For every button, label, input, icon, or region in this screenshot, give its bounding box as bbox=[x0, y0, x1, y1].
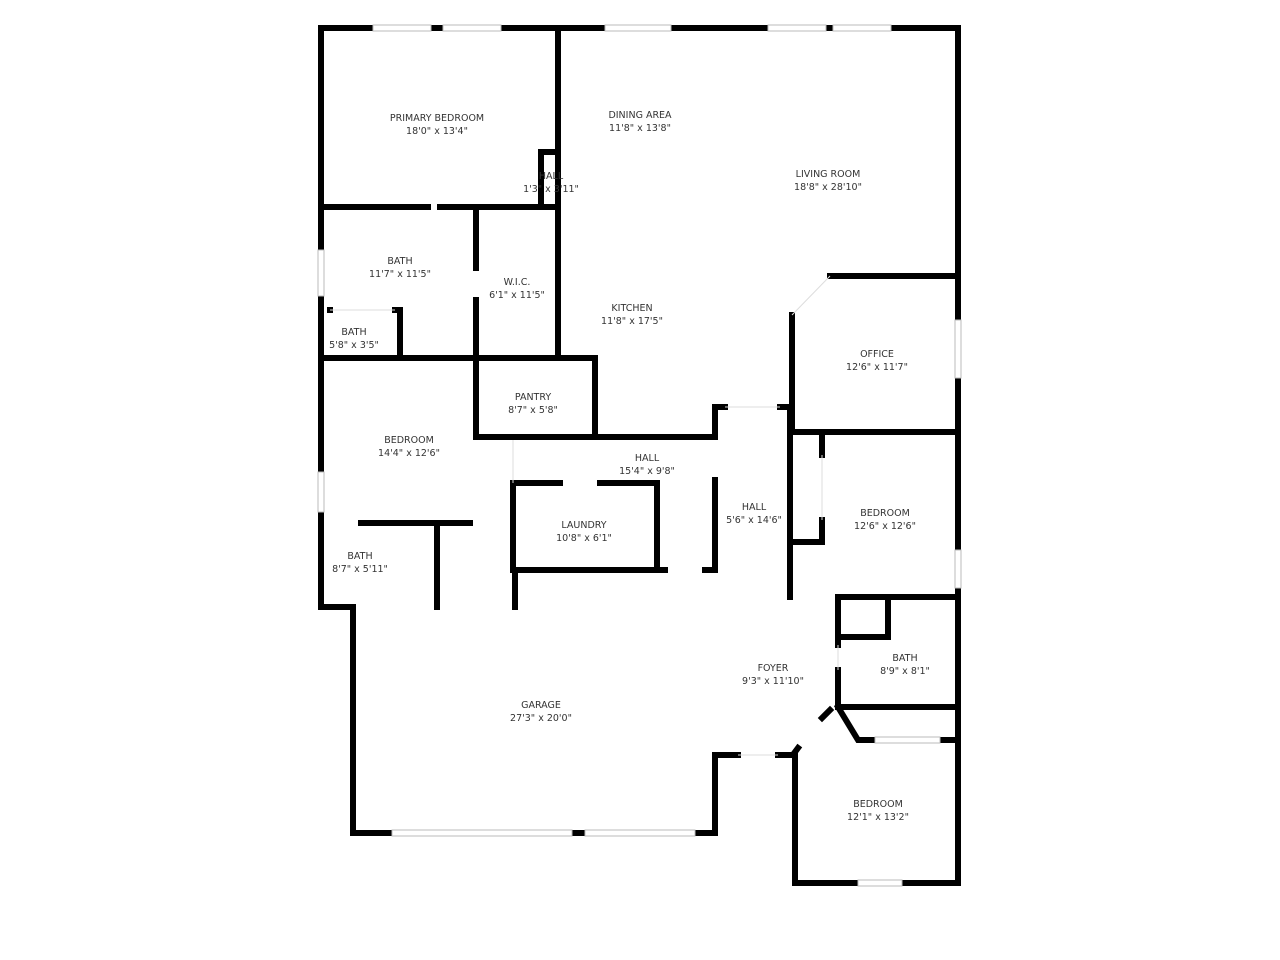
room-size: 12'6" x 11'7" bbox=[846, 362, 908, 373]
room-size: 14'4" x 12'6" bbox=[378, 448, 440, 459]
room-size: 27'3" x 20'0" bbox=[510, 713, 572, 724]
room-size: 18'8" x 28'10" bbox=[794, 182, 862, 193]
room-label-pantry: PANTRY 8'7" x 5'8" bbox=[508, 391, 558, 417]
room-size: 6'1" x 11'5" bbox=[489, 290, 545, 301]
room-size: 11'8" x 13'8" bbox=[609, 123, 671, 134]
room-label-bath-small: BATH 5'8" x 3'5" bbox=[329, 326, 379, 352]
room-name: W.I.C. bbox=[503, 277, 531, 288]
openings bbox=[330, 275, 839, 756]
room-label-kitchen: KITCHEN 11'8" x 17'5" bbox=[601, 302, 663, 328]
room-label-wic: W.I.C. 6'1" x 11'5" bbox=[489, 276, 545, 302]
walls bbox=[318, 25, 961, 886]
room-label-living-room: LIVING ROOM 18'8" x 28'10" bbox=[794, 168, 862, 194]
room-name: KITCHEN bbox=[611, 303, 653, 314]
room-size: 8'7" x 5'11" bbox=[332, 564, 388, 575]
room-label-bedroom-south: BEDROOM 12'1" x 13'2" bbox=[847, 798, 909, 824]
room-size: 8'9" x 8'1" bbox=[880, 666, 930, 677]
room-name: LAUNDRY bbox=[561, 520, 607, 531]
room-label-hall-east: HALL 5'6" x 14'6" bbox=[726, 501, 782, 527]
room-name: BEDROOM bbox=[853, 799, 903, 810]
room-name: BATH bbox=[387, 256, 413, 267]
room-name: PRIMARY BEDROOM bbox=[389, 113, 485, 124]
room-size: 5'8" x 3'5" bbox=[329, 340, 379, 351]
room-name: HALL bbox=[538, 171, 564, 182]
room-label-garage: GARAGE 27'3" x 20'0" bbox=[510, 699, 572, 725]
room-size: 1'3" x 3'11" bbox=[523, 184, 579, 195]
room-name: HALL bbox=[634, 453, 660, 464]
windows bbox=[317, 24, 962, 887]
room-name: BATH bbox=[341, 327, 367, 338]
room-size: 11'8" x 17'5" bbox=[601, 316, 663, 327]
room-size: 5'6" x 14'6" bbox=[726, 515, 782, 526]
room-size: 12'6" x 12'6" bbox=[854, 521, 916, 532]
room-size: 8'7" x 5'8" bbox=[508, 405, 558, 416]
room-label-bath-west: BATH 8'7" x 5'11" bbox=[332, 550, 388, 576]
room-size: 9'3" x 11'10" bbox=[742, 676, 804, 687]
room-name: BEDROOM bbox=[860, 508, 910, 519]
room-size: 11'7" x 11'5" bbox=[369, 269, 431, 280]
room-name: DINING AREA bbox=[608, 110, 672, 121]
room-label-office: OFFICE 12'6" x 11'7" bbox=[846, 348, 908, 374]
room-label-hall-main: HALL 15'4" x 9'8" bbox=[619, 452, 675, 478]
room-size: 15'4" x 9'8" bbox=[619, 466, 675, 477]
room-label-primary-bath: BATH 11'7" x 11'5" bbox=[369, 255, 431, 281]
room-size: 18'0" x 13'4" bbox=[406, 126, 468, 137]
room-label-bedroom-east: BEDROOM 12'6" x 12'6" bbox=[854, 507, 916, 533]
room-label-dining-area: DINING AREA 11'8" x 13'8" bbox=[608, 109, 671, 135]
room-name: FOYER bbox=[757, 663, 789, 674]
room-name: PANTRY bbox=[514, 392, 552, 403]
room-name: GARAGE bbox=[521, 700, 561, 711]
room-label-bedroom-west: BEDROOM 14'4" x 12'6" bbox=[378, 434, 440, 460]
room-label-laundry: LAUNDRY 10'8" x 6'1" bbox=[556, 519, 612, 545]
room-label-hall-small: HALL 1'3" x 3'11" bbox=[523, 170, 579, 196]
room-name: BATH bbox=[347, 551, 373, 562]
room-label-foyer: FOYER 9'3" x 11'10" bbox=[742, 662, 804, 688]
room-name: OFFICE bbox=[860, 349, 894, 360]
room-label-bath-east: BATH 8'9" x 8'1" bbox=[880, 652, 930, 678]
room-name: HALL bbox=[741, 502, 767, 513]
room-name: BEDROOM bbox=[384, 435, 434, 446]
room-name: LIVING ROOM bbox=[795, 169, 861, 180]
room-label-primary-bedroom: PRIMARY BEDROOM 18'0" x 13'4" bbox=[390, 112, 484, 138]
room-size: 10'8" x 6'1" bbox=[556, 533, 612, 544]
room-name: BATH bbox=[892, 653, 918, 664]
room-size: 12'1" x 13'2" bbox=[847, 812, 909, 823]
